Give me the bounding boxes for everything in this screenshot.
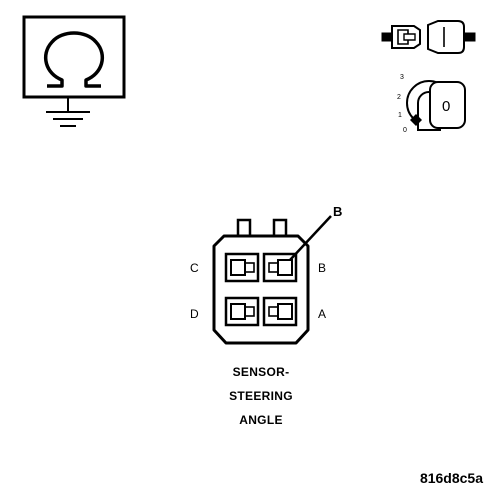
pin-label-c: C — [190, 261, 199, 275]
ignition-key-off-icon: 3 2 1 0 0 — [397, 74, 466, 134]
terminal-d — [224, 296, 260, 327]
terminal-a — [262, 296, 298, 327]
ignition-position-2: 2 — [397, 94, 401, 101]
terminal-b — [262, 252, 298, 283]
ignition-key-label: 0 — [442, 98, 450, 115]
pin-label-d: D — [190, 307, 199, 321]
pin-label-b: B — [318, 261, 326, 275]
ohmmeter-ground-icon — [22, 15, 126, 127]
figure-code: 816d8c5a — [420, 470, 483, 486]
disconnected-connector-icon — [381, 20, 476, 54]
callout-leader-line — [289, 215, 332, 261]
caption-line-2: STEERING — [229, 389, 293, 403]
steering-angle-connector — [212, 215, 332, 345]
ignition-position-3: 3 — [400, 74, 404, 81]
ignition-position-1: 1 — [398, 112, 402, 119]
callout-label-b: B — [333, 204, 342, 219]
caption-line-3: ANGLE — [239, 413, 283, 427]
pin-label-a: A — [318, 307, 326, 321]
ignition-position-0: 0 — [403, 127, 407, 134]
caption-line-1: SENSOR- — [233, 365, 290, 379]
terminal-c — [224, 252, 260, 283]
